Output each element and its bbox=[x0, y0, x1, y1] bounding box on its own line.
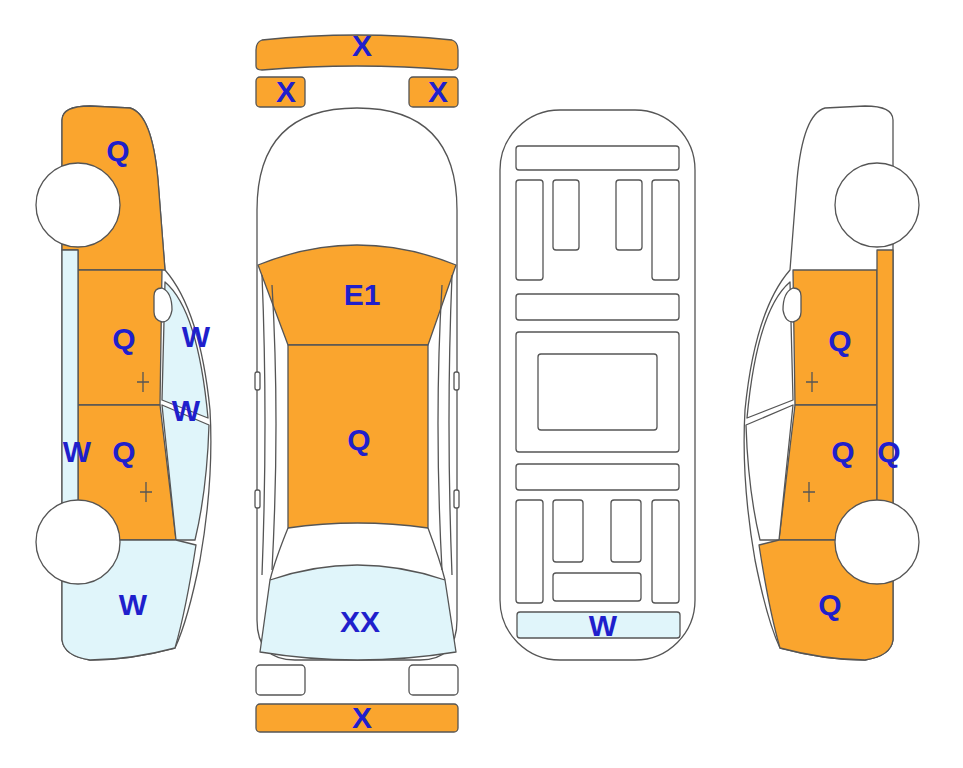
damage-panel: W bbox=[61, 436, 93, 468]
damage-panel: X bbox=[350, 30, 374, 62]
damage-panel: W bbox=[170, 395, 202, 427]
damage-panel: Q bbox=[829, 436, 856, 468]
damage-panel: X bbox=[350, 702, 374, 734]
damage-code: W bbox=[180, 321, 212, 353]
damage-panel: W bbox=[117, 589, 149, 621]
damage-panel: E1 bbox=[342, 279, 383, 311]
damage-code: Q bbox=[104, 135, 131, 167]
damage-code: W bbox=[61, 436, 93, 468]
damage-code: Q bbox=[345, 424, 372, 456]
damage-code: E1 bbox=[342, 279, 383, 311]
damage-code: Q bbox=[875, 436, 902, 468]
damage-panel: X bbox=[274, 76, 298, 108]
damage-code: X bbox=[274, 76, 298, 108]
damage-code: W bbox=[117, 589, 149, 621]
damage-panel: W bbox=[587, 610, 619, 642]
damage-code: Q bbox=[826, 325, 853, 357]
damage-panel: Q bbox=[345, 424, 372, 456]
damage-code: Q bbox=[110, 436, 137, 468]
damage-panel: Q bbox=[875, 436, 902, 468]
damage-panel: XX bbox=[338, 606, 382, 638]
damage-panel: X bbox=[426, 76, 450, 108]
damage-code: Q bbox=[110, 323, 137, 355]
damage-code: Q bbox=[816, 589, 843, 621]
damage-code: X bbox=[426, 76, 450, 108]
damage-panel: W bbox=[180, 321, 212, 353]
damage-panel: Q bbox=[110, 323, 137, 355]
damage-panel: Q bbox=[110, 436, 137, 468]
damage-code: W bbox=[170, 395, 202, 427]
damage-panel: Q bbox=[104, 135, 131, 167]
damage-code: X bbox=[350, 702, 374, 734]
damage-code: X bbox=[350, 30, 374, 62]
damage-code: XX bbox=[338, 606, 382, 638]
damage-panel: Q bbox=[826, 325, 853, 357]
damage-panel: Q bbox=[816, 589, 843, 621]
damage-code: W bbox=[587, 610, 619, 642]
damage-code: Q bbox=[829, 436, 856, 468]
